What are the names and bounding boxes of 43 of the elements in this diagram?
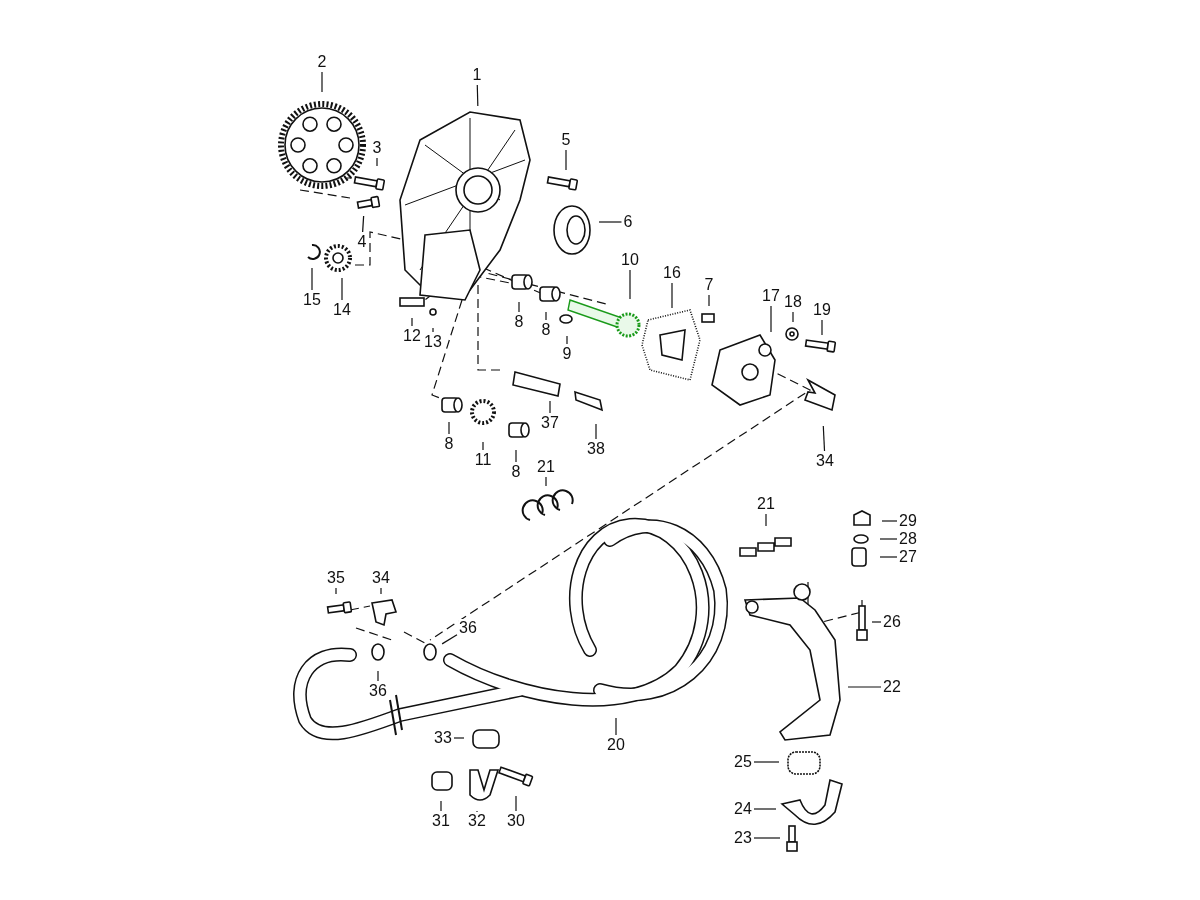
leader-line: [518, 301, 520, 313]
leader-line: [377, 670, 379, 682]
leader-line: [598, 221, 623, 223]
leader-line: [615, 717, 617, 736]
leader-line: [753, 837, 781, 839]
leader-line: [879, 538, 898, 540]
leader-line: [671, 282, 673, 309]
leader-line: [765, 513, 767, 527]
leader-line: [770, 305, 772, 333]
leader-line: [335, 587, 337, 595]
leader-line: [629, 269, 631, 300]
leader-line: [753, 808, 777, 810]
leader-line: [566, 335, 568, 345]
leader-line: [321, 71, 323, 93]
leader-line: [448, 421, 450, 435]
leader-line: [545, 476, 547, 487]
leader-line: [453, 737, 465, 739]
leader-line: [476, 84, 479, 107]
leader-line: [595, 423, 597, 440]
leader-line: [441, 634, 458, 645]
leader-line: [753, 761, 780, 763]
leader-line: [380, 587, 382, 595]
leader-line: [341, 277, 343, 301]
leader-line: [545, 311, 547, 321]
leader-line: [821, 319, 823, 336]
leader-line: [515, 449, 517, 463]
leader-line: [708, 294, 710, 307]
leader-line: [432, 327, 434, 333]
leader-line: [362, 215, 365, 233]
leader-line: [879, 556, 898, 558]
leader-line: [792, 311, 794, 323]
leader-line: [515, 795, 517, 812]
leader-line: [871, 621, 882, 623]
leader-line: [549, 400, 551, 414]
leader-line: [376, 157, 378, 167]
leader-line: [482, 441, 484, 451]
leader-line: [311, 267, 313, 291]
leader-line: [440, 800, 442, 812]
leader-line: [847, 686, 882, 688]
leader-line: [411, 317, 413, 327]
leader-line: [822, 425, 826, 452]
leader-line: [565, 149, 567, 171]
leader-line: [881, 520, 898, 522]
